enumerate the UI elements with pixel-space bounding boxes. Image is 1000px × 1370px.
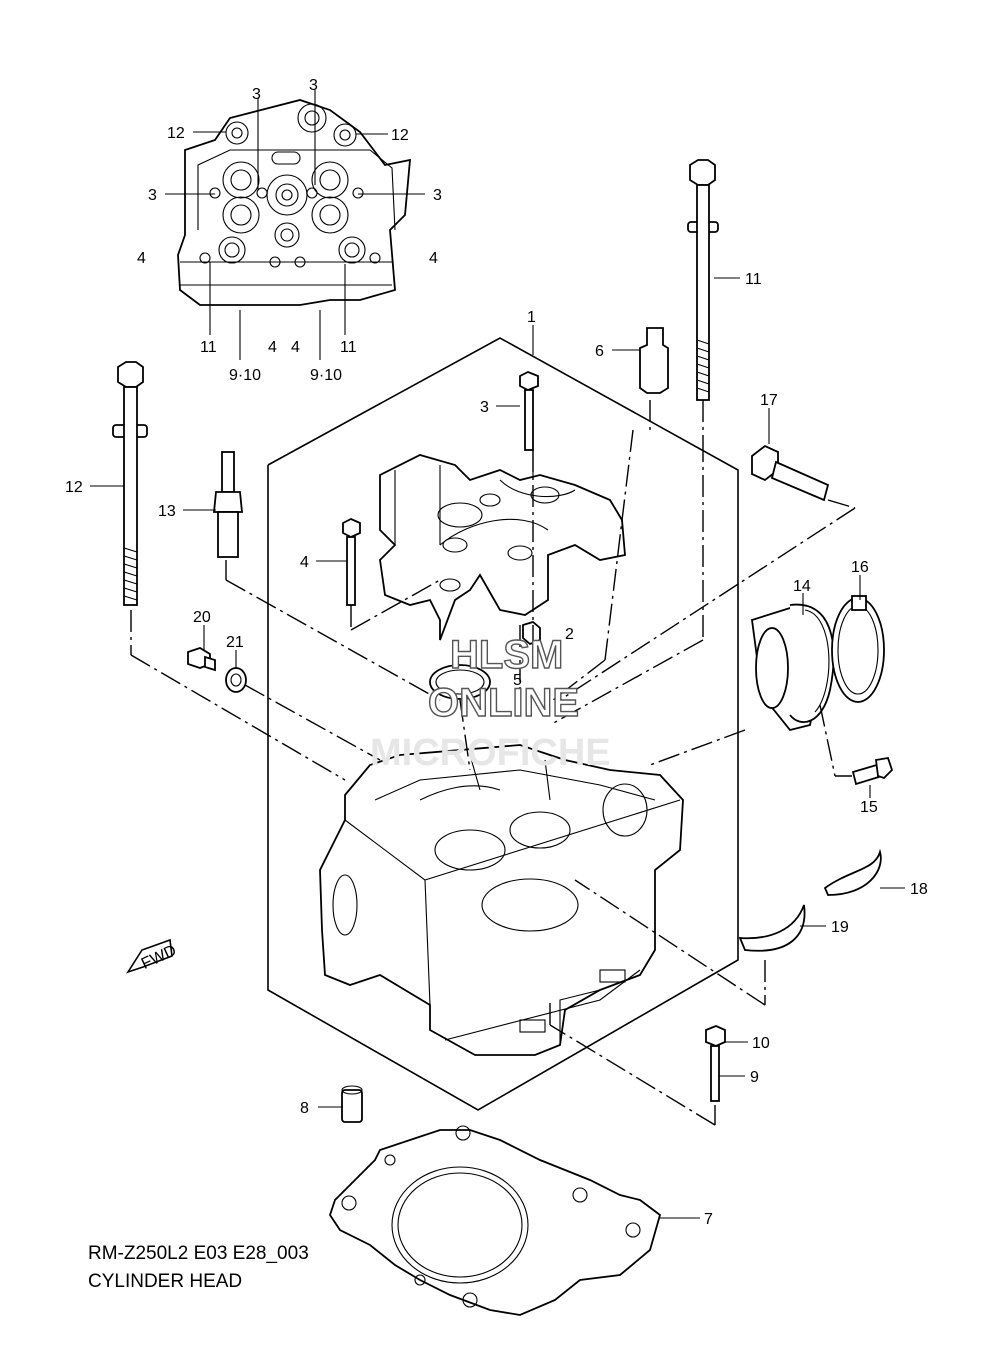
callout-3: 3 (148, 187, 157, 204)
clip-18 (823, 848, 882, 896)
callout-9-10: 9·10 (229, 367, 261, 384)
assembly-leaders (130, 400, 856, 1126)
callout-3: 3 (252, 86, 261, 103)
callout-4: 4 (429, 250, 438, 267)
callout-9-10: 9·10 (310, 367, 342, 384)
callout-5: 5 (513, 672, 522, 689)
callout-1: 1 (527, 309, 536, 326)
callout-12: 12 (65, 479, 83, 496)
fwd-arrow-icon: FWD (126, 938, 179, 974)
bolt-3 (519, 371, 539, 478)
model-code: RM-Z250L2 E03 E28_003 (88, 1243, 309, 1264)
clip-19 (738, 904, 806, 952)
callout-9: 9 (750, 1069, 759, 1086)
callout-labels: 1 2 3 3 3 3 3 4 4 4 4 4 5 6 7 8 9 9·10 9… (65, 77, 928, 1228)
washer-21 (225, 667, 247, 693)
callout-3: 3 (433, 187, 442, 204)
callout-3: 3 (309, 77, 318, 94)
cam-holder-top-view (177, 99, 412, 306)
callout-18: 18 (910, 881, 928, 898)
watermark-line1: HLSM (450, 633, 563, 677)
bolt-20 (187, 647, 216, 672)
callout-11: 11 (340, 339, 357, 356)
callout-19: 19 (831, 919, 849, 936)
callout-11: 11 (745, 271, 762, 288)
label-leaders (90, 277, 905, 1219)
callout-17: 17 (760, 392, 778, 409)
clamp-16 (831, 595, 885, 703)
dowel-6 (639, 327, 669, 394)
callout-14: 14 (793, 578, 811, 595)
callout-12: 12 (391, 127, 409, 144)
callout-2: 2 (565, 626, 574, 643)
callout-20: 20 (193, 609, 211, 626)
assembly-outline-box (267, 325, 739, 1111)
bolt-15 (851, 756, 894, 786)
callout-3: 3 (480, 399, 489, 416)
callout-4: 4 (300, 554, 309, 571)
intake-pipe-14 (751, 603, 835, 732)
part-2 (522, 620, 541, 646)
callout-13: 13 (158, 503, 176, 520)
stud-bolt-12 (112, 361, 148, 606)
callout-7: 7 (704, 1211, 713, 1228)
callout-4: 4 (137, 250, 146, 267)
o-ring-5 (429, 664, 491, 700)
diagram-caption: RM-Z250L2 E03 E28_003 CYLINDER HEAD (88, 1243, 309, 1292)
cam-holder (379, 454, 626, 641)
callout-8: 8 (300, 1100, 309, 1117)
top-view-leaders (165, 90, 425, 360)
bolt-4 (342, 518, 361, 606)
bolt-17 (751, 444, 830, 502)
callout-4: 4 (268, 339, 277, 356)
callout-6: 6 (595, 343, 604, 360)
watermark-line3: MICROFICHE (370, 732, 611, 774)
callout-15: 15 (860, 799, 878, 816)
callout-12: 12 (167, 125, 185, 142)
callout-10: 10 (752, 1035, 770, 1052)
diagram-title: CYLINDER HEAD (88, 1271, 242, 1292)
watermark-line2: ONLINE (428, 681, 579, 725)
watermark: HLSM ONLINE MICROFICHE (370, 632, 611, 774)
bolt-9 (705, 1025, 726, 1102)
head-gasket-7 (329, 1125, 662, 1316)
spark-plug-13 (213, 451, 243, 558)
callout-21: 21 (226, 634, 244, 651)
stud-bolt-11 (687, 159, 719, 401)
cylinder-head (319, 744, 684, 1056)
callout-11: 11 (200, 339, 217, 356)
callout-16: 16 (851, 559, 869, 576)
callout-4: 4 (291, 339, 300, 356)
dowel-8 (341, 1085, 363, 1123)
